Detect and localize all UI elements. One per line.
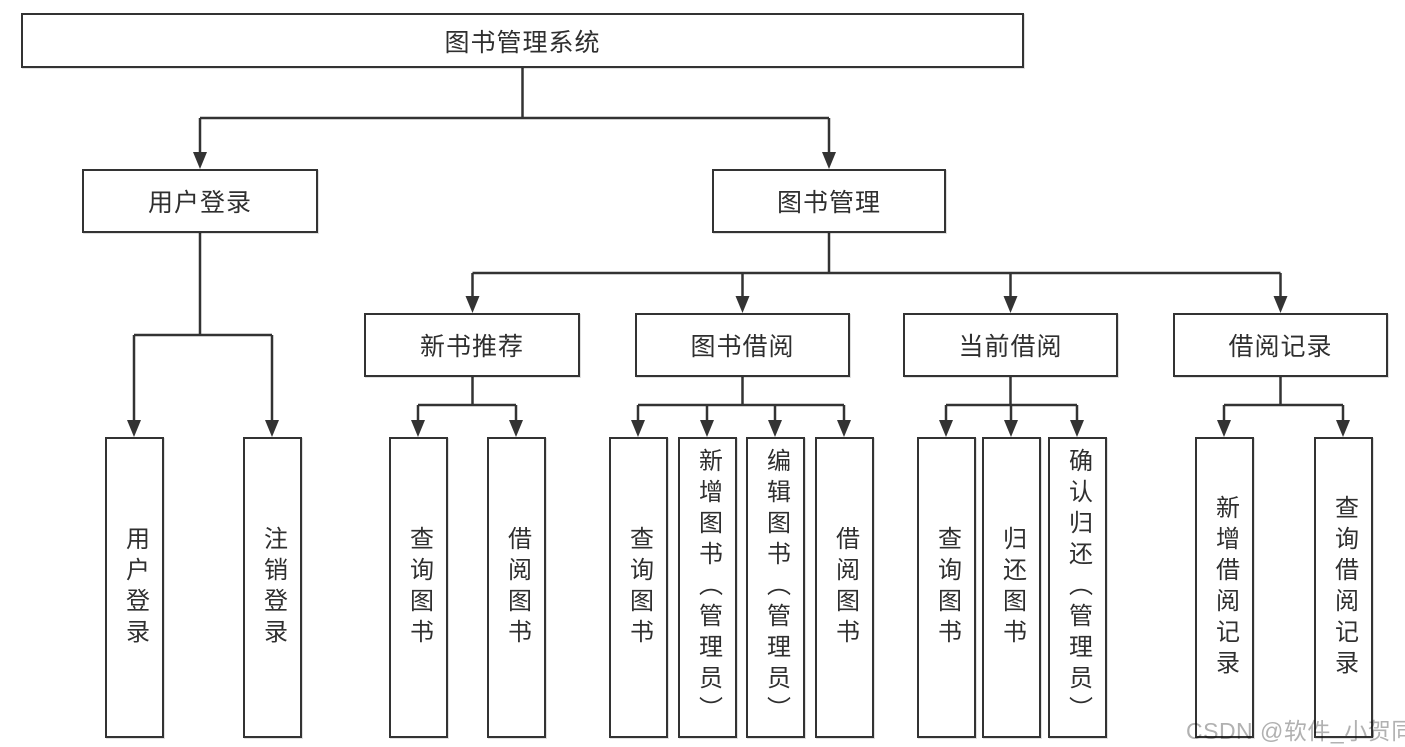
leaf-query-books: 查询图书 (917, 437, 976, 738)
leaf-return-books: 归还图书 (982, 437, 1041, 738)
leaf-label: 新增图书（管理员） (694, 448, 722, 727)
leaf-label: 查询图书 (405, 525, 433, 650)
watermark: CSDN @软件_小贺同学 (1186, 718, 1405, 744)
node-new-book-recommendation: 新书推荐 (364, 313, 580, 377)
leaf-label: 查询图书 (625, 525, 653, 650)
arrow-icon (1217, 420, 1231, 437)
leaf-query-books: 查询图书 (609, 437, 668, 738)
arrow-icon (509, 420, 523, 437)
leaf-borrow-books: 借阅图书 (815, 437, 874, 738)
arrow-icon (265, 420, 279, 437)
leaf-label: 确认归还（管理员） (1064, 448, 1092, 727)
node-current-borrowing: 当前借阅 (903, 313, 1118, 377)
arrow-icon (1273, 296, 1288, 313)
arrow-icon (822, 152, 836, 169)
node-library-management-system: 图书管理系统 (21, 13, 1024, 68)
arrow-icon (411, 420, 425, 437)
node-book-borrowing: 图书借阅 (635, 313, 850, 377)
node-label: 新书推荐 (419, 333, 524, 361)
leaf-label: 归还图书 (998, 525, 1026, 650)
leaf-add-books-admin: 新增图书（管理员） (678, 437, 737, 738)
node-label: 用户登录 (147, 189, 252, 217)
connector-book-borrow-children (636, 377, 846, 426)
arrow-icon (1003, 296, 1018, 313)
arrow-icon (837, 420, 851, 437)
leaf-label: 新增借阅记录 (1211, 494, 1239, 681)
leaf-label: 借阅图书 (831, 525, 859, 650)
leaf-query-borrow-record: 查询借阅记录 (1314, 437, 1373, 738)
arrow-icon (465, 296, 480, 313)
connector-root-to-level2 (198, 68, 831, 158)
arrow-icon (1070, 420, 1084, 437)
arrow-icon (700, 420, 714, 437)
node-label: 图书借阅 (690, 333, 795, 361)
connector-new-book-children (416, 377, 518, 426)
leaf-borrow-books: 借阅图书 (487, 437, 546, 738)
node-book-management: 图书管理 (712, 169, 946, 233)
leaf-label: 借阅图书 (503, 525, 531, 650)
arrow-icon (127, 420, 141, 437)
leaf-logout: 注销登录 (243, 437, 302, 738)
leaf-user-login: 用户登录 (105, 437, 164, 738)
arrow-icon (768, 420, 782, 437)
node-borrowing-records: 借阅记录 (1173, 313, 1388, 377)
connector-current-borrow-children (944, 377, 1079, 426)
arrow-icon (193, 152, 207, 169)
leaf-label: 查询图书 (933, 525, 961, 650)
leaf-query-books: 查询图书 (389, 437, 448, 738)
node-label: 图书管理 (776, 189, 881, 217)
arrow-icon (1336, 420, 1350, 437)
leaf-label: 编辑图书（管理员） (762, 448, 790, 727)
leaf-label: 用户登录 (121, 525, 149, 650)
arrow-icon (1004, 420, 1018, 437)
arrow-icon (939, 420, 953, 437)
arrow-icon (631, 420, 645, 437)
node-label: 图书管理系统 (444, 28, 601, 57)
leaf-edit-books-admin: 编辑图书（管理员） (746, 437, 805, 738)
node-label: 当前借阅 (958, 333, 1063, 361)
leaf-confirm-return-admin: 确认归还（管理员） (1048, 437, 1107, 738)
connector-user-login-children (132, 233, 274, 426)
node-label: 借阅记录 (1228, 333, 1333, 361)
leaf-label: 注销登录 (259, 525, 287, 650)
node-user-login: 用户登录 (82, 169, 318, 233)
leaf-add-borrow-record: 新增借阅记录 (1195, 437, 1254, 738)
leaf-label: 查询借阅记录 (1330, 494, 1358, 681)
connector-borrow-records-children (1222, 377, 1345, 426)
arrow-icon (735, 296, 750, 313)
connector-book-management-children (471, 233, 1282, 302)
